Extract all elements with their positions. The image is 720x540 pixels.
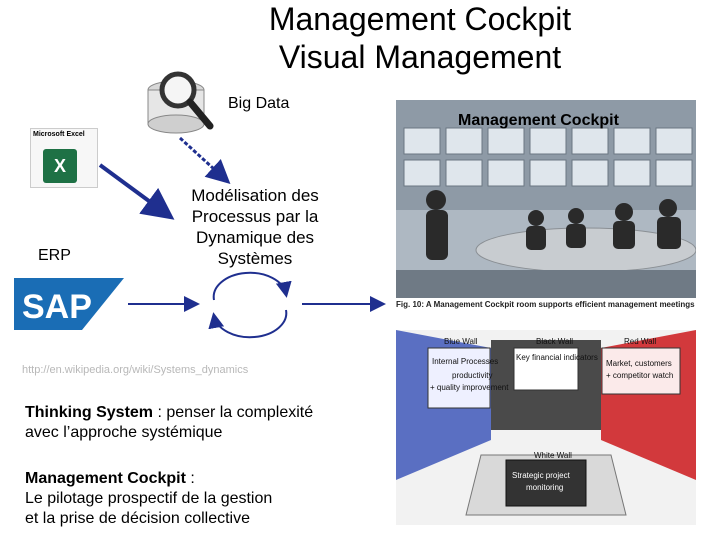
model-line-4: Systèmes xyxy=(217,249,293,268)
excel-icon: Microsoft Excel X xyxy=(30,128,98,188)
cockpit-photo-caption: Fig. 10: A Management Cockpit room suppo… xyxy=(396,300,695,309)
cycle-arrow-bottom xyxy=(208,309,288,339)
blue-wall-text-1: Internal Processes xyxy=(432,357,498,366)
title-line-1: Management Cockpit xyxy=(268,1,572,37)
big-data-icon xyxy=(147,71,214,134)
model-line-1: Modélisation des xyxy=(191,186,319,205)
management-line-2: Le pilotage prospectif de la gestion xyxy=(25,490,273,507)
white-wall-title: White Wall xyxy=(534,451,572,460)
thinking-rest: : penser la complexité xyxy=(153,404,314,421)
white-wall-text-1: Strategic project xyxy=(512,471,571,480)
cycle-arrow-top xyxy=(212,271,292,301)
sap-logo: SAP xyxy=(14,278,124,330)
title-line-2: Visual Management xyxy=(278,39,562,75)
management-cockpit-photo xyxy=(396,100,696,298)
model-line-2: Processus par la xyxy=(191,207,319,226)
sap-logo-text: SAP xyxy=(22,288,92,326)
excel-caption: Microsoft Excel xyxy=(33,131,85,138)
management-rest: : xyxy=(185,470,195,487)
thinking-system-text: Thinking System : penser la complexité a… xyxy=(25,403,313,443)
red-wall-title: Red Wall xyxy=(624,337,656,346)
white-wall-text-2: monitoring xyxy=(526,483,563,492)
big-data-label: Big Data xyxy=(228,95,290,112)
modelisation-label: Modélisation des Processus par la Dynami… xyxy=(170,185,340,269)
blue-wall-text-2: productivity xyxy=(452,371,492,380)
black-wall-title: Black Wall xyxy=(536,337,573,346)
thinking-line-2: avec l’approche systémique xyxy=(25,424,223,441)
systems-dynamics-link[interactable]: http://en.wikipedia.org/wiki/Systems_dyn… xyxy=(22,364,249,376)
red-wall-text-2: + competitor watch xyxy=(606,371,673,380)
blue-wall-text-3: + quality improvement xyxy=(430,383,509,392)
management-cockpit-text: Management Cockpit : Le pilotage prospec… xyxy=(25,469,272,529)
bigdata-to-model-arrow xyxy=(178,136,231,185)
model-line-3: Dynamique des xyxy=(195,228,315,247)
cockpit-room-diagram: Blue Wall Internal Processes productivit… xyxy=(396,330,696,525)
thinking-system-bold: Thinking System xyxy=(25,404,154,421)
excel-letter: X xyxy=(43,149,77,183)
cockpit-photo-title: Management Cockpit xyxy=(458,112,619,129)
management-line-3: et la prise de décision collective xyxy=(25,510,251,527)
blue-wall-title: Blue Wall xyxy=(444,337,478,346)
erp-label: ERP xyxy=(38,247,71,264)
red-wall-text-1: Market, customers xyxy=(606,359,672,368)
excel-to-model-arrow xyxy=(98,163,175,220)
black-wall-text-1: Key financial indicators xyxy=(516,353,598,362)
cockpit-room-image xyxy=(396,100,696,298)
management-cockpit-bold: Management Cockpit xyxy=(25,470,186,487)
page-title: Management Cockpit Visual Management xyxy=(180,0,660,76)
